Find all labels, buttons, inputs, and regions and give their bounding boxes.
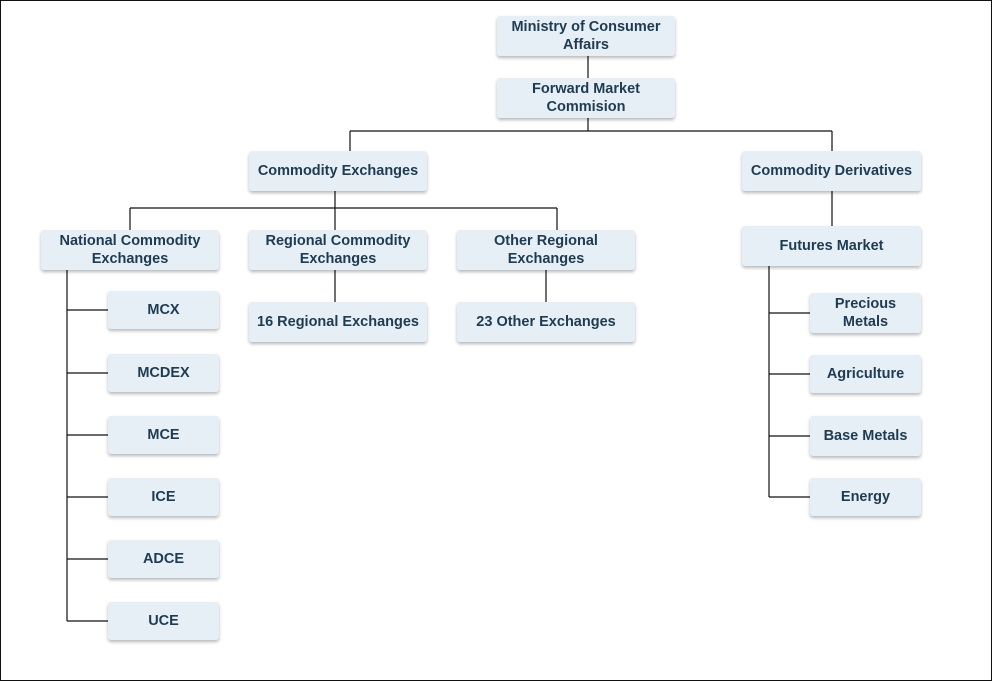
node-commodity-exchanges: Commodity Exchanges bbox=[249, 151, 427, 191]
node-mce: MCE bbox=[108, 416, 219, 454]
node-national-commodity-exchanges: National Commodity Exchanges bbox=[41, 230, 219, 270]
node-commodity-derivatives: Commodity Derivatives bbox=[742, 151, 921, 191]
node-16-regional-exchanges: 16 Regional Exchanges bbox=[249, 302, 427, 342]
node-ministry: Ministry of Consumer Affairs bbox=[497, 16, 675, 56]
node-forward-market-commision: Forward Market Commision bbox=[497, 78, 675, 118]
node-23-other-exchanges: 23 Other Exchanges bbox=[457, 302, 635, 342]
node-other-regional-exchanges: Other Regional Exchanges bbox=[457, 230, 635, 270]
node-mcdex: MCDEX bbox=[108, 354, 219, 392]
node-ice: ICE bbox=[108, 478, 219, 516]
node-energy: Energy bbox=[810, 478, 921, 516]
node-mcx: MCX bbox=[108, 291, 219, 329]
node-futures-market: Futures Market bbox=[742, 226, 921, 266]
node-regional-commodity-exchanges: Regional Commodity Exchanges bbox=[249, 230, 427, 270]
node-adce: ADCE bbox=[108, 540, 219, 578]
node-uce: UCE bbox=[108, 602, 219, 640]
node-agriculture: Agriculture bbox=[810, 355, 921, 393]
node-base-metals: Base Metals bbox=[810, 416, 921, 456]
node-precious-metals: Precious Metals bbox=[810, 293, 921, 333]
